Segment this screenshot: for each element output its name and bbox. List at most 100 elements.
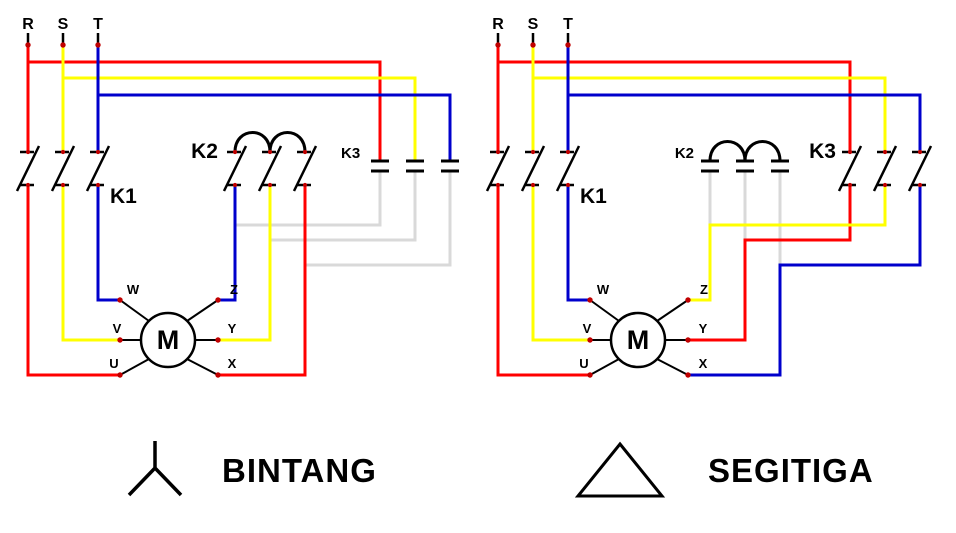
supply-dot-s <box>530 42 536 48</box>
delta-caption: SEGITIGA <box>708 452 874 489</box>
motor-dot-u <box>117 372 123 378</box>
wire-t-delta-to-terminal-x <box>688 185 922 377</box>
motor-label: M <box>627 325 650 355</box>
terminal-label-v: V <box>113 321 122 336</box>
wire-t-branch-to-k3 <box>97 93 452 161</box>
terminal-dots-right <box>495 42 923 378</box>
supply-dot-r <box>25 42 31 48</box>
terminal-stub-lines <box>26 33 100 44</box>
star-connection-diagram: R S T K1 K2 K3 M W V U Z Y X <box>15 16 459 378</box>
inactive-star-wires-right <box>708 171 782 265</box>
terminal-label-v: V <box>583 321 592 336</box>
wire-t-to-terminal-w <box>566 185 590 302</box>
phase-s-wiring-left <box>61 46 417 342</box>
k2-contact-blades <box>222 145 318 192</box>
phase-label-t: T <box>563 16 573 33</box>
wire-s-to-terminal-v <box>61 185 120 342</box>
wire-t-branch-to-k3 <box>567 93 922 152</box>
star-bridge-arcs <box>708 140 782 162</box>
motor-body-left <box>139 311 197 369</box>
terminal-label-x: X <box>228 356 237 371</box>
k2-open-contacts-right <box>701 159 789 173</box>
supply-dot-r <box>495 42 501 48</box>
terminal-label-y: Y <box>699 321 708 336</box>
terminal-label-w: W <box>597 282 610 297</box>
wire-s-k2-to-terminal-y <box>218 185 272 342</box>
k1-label: K1 <box>110 185 137 208</box>
terminal-stub-lines <box>496 33 570 44</box>
terminal-label-w: W <box>127 282 140 297</box>
terminal-label-z: Z <box>700 282 708 297</box>
wire-s-to-terminal-v <box>531 185 590 342</box>
wire-s-branch-to-k3 <box>62 76 417 161</box>
phase-r-wiring-left <box>26 46 382 377</box>
triangle-symbol <box>574 441 666 498</box>
wire-r-branch-to-k3 <box>27 60 382 161</box>
phase-label-s: S <box>528 16 539 33</box>
terminal-label-z: Z <box>230 282 238 297</box>
supply-dot-t <box>95 42 101 48</box>
star-point-bridge-right <box>708 140 782 162</box>
motor-dot-w <box>117 297 123 303</box>
k3-contact-blades <box>837 145 933 192</box>
motor-terminal-leads <box>589 299 689 376</box>
motor-dot-v <box>117 337 123 343</box>
motor-dot-u <box>587 372 593 378</box>
supply-terminal-stubs-left <box>26 33 100 44</box>
motor-dot-x <box>215 372 221 378</box>
inactive-wire-1 <box>235 171 382 227</box>
k1-contact-blades <box>15 145 111 192</box>
supply-terminal-stubs-right <box>496 33 570 44</box>
motor-terminal-leads <box>119 299 219 376</box>
terminal-label-x: X <box>699 356 708 371</box>
inactive-wire-2 <box>270 171 417 242</box>
motor-leads-left <box>119 299 219 376</box>
star-symbol-lines <box>127 441 183 497</box>
wire-t-to-terminal-w <box>96 185 120 302</box>
motor-dot-z <box>215 297 221 303</box>
wire-r-k2-to-terminal-x <box>218 185 307 377</box>
motor-dot-w <box>587 297 593 303</box>
motor-dot-x <box>685 372 691 378</box>
wire-r-to-terminal-u <box>496 185 590 377</box>
wire-s-delta-to-terminal-z <box>688 185 887 302</box>
motor-dot-v <box>587 337 593 343</box>
supply-dot-t <box>565 42 571 48</box>
phase-label-t: T <box>93 16 103 33</box>
k1-label: K1 <box>580 185 607 208</box>
delta-connection-diagram: R S T K1 K2 K3 M W V U Z Y X <box>485 16 933 378</box>
wire-t-k2-to-terminal-z <box>218 185 237 302</box>
supply-dot-s <box>60 42 66 48</box>
wire-r-delta-to-terminal-y <box>688 185 852 342</box>
terminal-label-y: Y <box>228 321 237 336</box>
inactive-delta-wires-left <box>235 171 452 267</box>
star-caption: BINTANG <box>222 452 377 489</box>
star-symbol <box>127 441 183 497</box>
motor-dot-z <box>685 297 691 303</box>
motor-body-right <box>609 311 667 369</box>
k3-open-contacts-left <box>371 159 459 173</box>
motor-label: M <box>157 325 180 355</box>
k3-label: K3 <box>341 145 360 162</box>
phase-s-wiring-right <box>531 46 887 342</box>
wire-r-to-terminal-u <box>26 185 120 377</box>
terminal-label-u: U <box>109 356 118 371</box>
phase-label-s: S <box>58 16 69 33</box>
phase-label-r: R <box>22 16 34 33</box>
k2-label: K2 <box>675 145 694 162</box>
phase-r-wiring-right <box>496 46 852 377</box>
k2-label: K2 <box>191 140 218 163</box>
k2-contact-bars <box>701 159 789 173</box>
terminal-dots-left <box>25 42 308 378</box>
legend: BINTANG SEGITIGA <box>127 441 874 498</box>
phase-t-wiring-left <box>96 46 452 302</box>
phase-label-r: R <box>492 16 504 33</box>
phase-t-wiring-right <box>566 46 922 377</box>
k1-contact-blades <box>485 145 581 192</box>
motor-dot-y <box>685 337 691 343</box>
wire-r-branch-to-k3 <box>497 60 852 152</box>
motor-leads-right <box>589 299 689 376</box>
wire-s-branch-to-k3 <box>532 76 887 152</box>
